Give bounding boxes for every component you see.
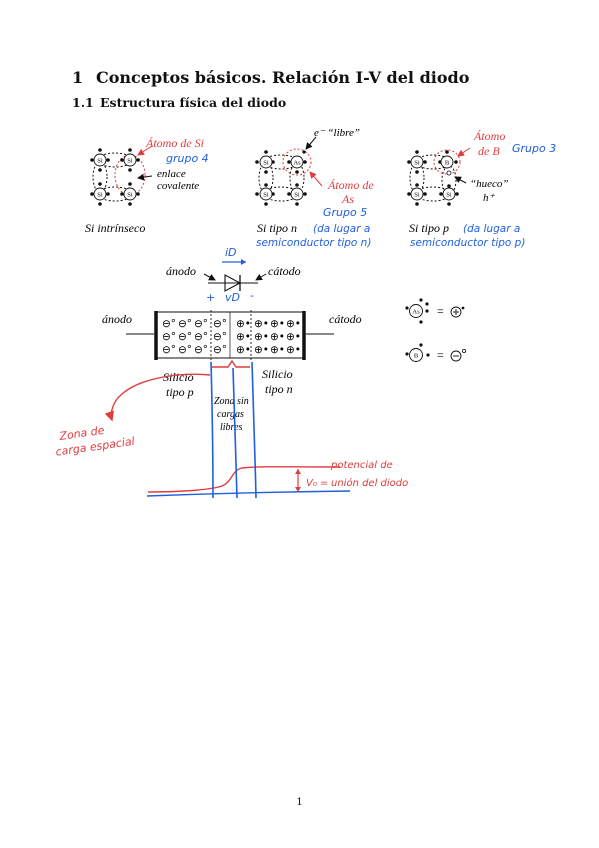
note-n-2: semiconductor tipo n) — [256, 237, 371, 249]
label-potential-2: unión del diodo — [331, 477, 408, 489]
label-junction-cathode: cátodo — [329, 312, 362, 326]
equals-sign: = — [437, 304, 444, 318]
label-diode-cathode: cátodo — [268, 264, 301, 278]
label-space-charge-1: Zona de — [58, 424, 106, 443]
atom-si: Si — [414, 192, 420, 199]
label-zone-1: Zona sin — [214, 396, 249, 407]
label-zone-2: cargas — [217, 409, 244, 420]
n-ion: ⊕• — [270, 318, 285, 330]
lattice-n-type: Si As Si Si e⁻ “libre” Átomo de As Grupo… — [255, 127, 374, 249]
subsection-heading: 1.1 Estructura física del diodo — [72, 95, 286, 110]
label-current: iD — [225, 246, 237, 259]
p-ion: ⊖° — [213, 318, 227, 330]
note-p-1: (da lugar a — [463, 223, 520, 235]
p-ion: ⊖° — [194, 331, 208, 343]
p-ion: ⊖° — [178, 331, 192, 343]
p-ion: ⊖° — [213, 344, 227, 356]
label-silicon-p-1: Silicio — [163, 370, 194, 384]
n-ion: ⊕• — [254, 331, 269, 343]
label-minus: - — [250, 289, 254, 302]
blue-guide-lines — [146, 361, 351, 499]
caption-si-intrinsic: Si intrínseco — [85, 221, 145, 235]
atom-b: B — [445, 160, 450, 167]
pn-junction: ánodo cátodo ⊖° ⊖° ⊖° ⊖° ⊖° ⊖° ⊖° ⊖° ⊖° … — [102, 310, 362, 433]
section-number: 1 — [72, 68, 84, 87]
label-silicon-n-2: tipo n — [265, 382, 293, 396]
page-number: 1 — [296, 797, 303, 808]
label-v0: V₀ = — [306, 478, 328, 489]
n-ion: ⊕• — [236, 318, 251, 330]
p-ion: ⊖° — [162, 318, 176, 330]
n-ion: ⊕• — [286, 318, 301, 330]
n-ion: ⊕• — [286, 331, 301, 343]
n-ion: ⊕• — [254, 344, 269, 356]
note-n-1: (da lugar a — [313, 223, 370, 235]
lattice-p-type: Si B Si Si Átomo de B Grupo 3 “hueco” h⁺… — [407, 129, 556, 249]
atom-si: Si — [97, 192, 103, 199]
label-group-3: Grupo 3 — [512, 142, 556, 155]
label-b-atom-2: de B — [478, 144, 500, 158]
atom-si: Si — [446, 192, 452, 199]
p-ion: ⊖° — [213, 331, 227, 343]
lattice-intrinsic: Si Si Si Si Átomo de Si grupo 4 enlace c… — [85, 136, 209, 235]
atom-as: As — [412, 309, 420, 316]
label-group-5: Grupo 5 — [323, 206, 367, 219]
label-covalente: covalente — [157, 180, 199, 192]
p-ion: ⊖° — [194, 318, 208, 330]
label-hole: “hueco” — [470, 178, 509, 190]
n-ion: ⊕• — [236, 331, 251, 343]
equals-sign: = — [437, 348, 444, 362]
p-ion: ⊖° — [162, 344, 176, 356]
section-title: Conceptos básicos. Relación I-V del diod… — [96, 68, 470, 87]
label-b-atom-1: Átomo — [473, 129, 505, 143]
label-plus: + — [206, 291, 215, 304]
label-potential-1: potencial de — [330, 460, 393, 471]
atom-b: B — [414, 353, 419, 360]
caption-si-n: Si tipo n — [257, 221, 297, 235]
diode-symbol: iD ánodo cátodo + vD - — [166, 246, 301, 304]
label-silicon-n-1: Silicio — [262, 367, 293, 381]
note-p-2: semiconductor tipo p) — [410, 237, 525, 249]
ion-equivalences: As = B = — [405, 298, 466, 362]
label-diode-anode: ánodo — [166, 264, 196, 278]
p-ion: ⊖° — [178, 318, 192, 330]
n-ion: ⊕• — [236, 344, 251, 356]
n-ion: ⊕• — [286, 344, 301, 356]
atom-si: Si — [263, 192, 269, 199]
label-free-electron: e⁻ “libre” — [314, 127, 360, 139]
n-ion: ⊕• — [270, 344, 285, 356]
atom-si: Si — [127, 192, 133, 199]
label-hole-symbol: h⁺ — [483, 192, 496, 204]
n-ion: ⊕• — [254, 318, 269, 330]
n-ion: ⊕• — [270, 331, 285, 343]
label-as-atom-2: As — [341, 192, 354, 206]
label-zone-3: libres — [220, 422, 243, 433]
section-heading: 1 Conceptos básicos. Relación I-V del dio… — [72, 68, 469, 87]
label-silicon-p-2: tipo p — [166, 385, 194, 399]
p-ion: ⊖° — [194, 344, 208, 356]
subsection-title: Estructura física del diodo — [100, 95, 287, 110]
label-as-atom-1: Átomo de — [327, 178, 374, 192]
atom-si: Si — [414, 160, 420, 167]
atom-si: Si — [294, 192, 300, 199]
label-enlace: enlace — [157, 168, 186, 180]
atom-si: Si — [263, 160, 269, 167]
handwritten-annotations: Zona de carga espacial potencial de V₀ =… — [55, 359, 408, 493]
atom-as: As — [293, 160, 301, 167]
label-si-atom: Átomo de Si — [145, 136, 204, 150]
subsection-number: 1.1 — [72, 95, 94, 110]
atom-si: Si — [127, 158, 133, 165]
p-ion: ⊖° — [178, 344, 192, 356]
label-voltage: vD — [225, 291, 240, 304]
p-ion: ⊖° — [162, 331, 176, 343]
atom-si: Si — [97, 158, 103, 165]
caption-si-p: Si tipo p — [409, 221, 449, 235]
label-junction-anode: ánodo — [102, 312, 132, 326]
label-group-4: grupo 4 — [166, 152, 209, 165]
